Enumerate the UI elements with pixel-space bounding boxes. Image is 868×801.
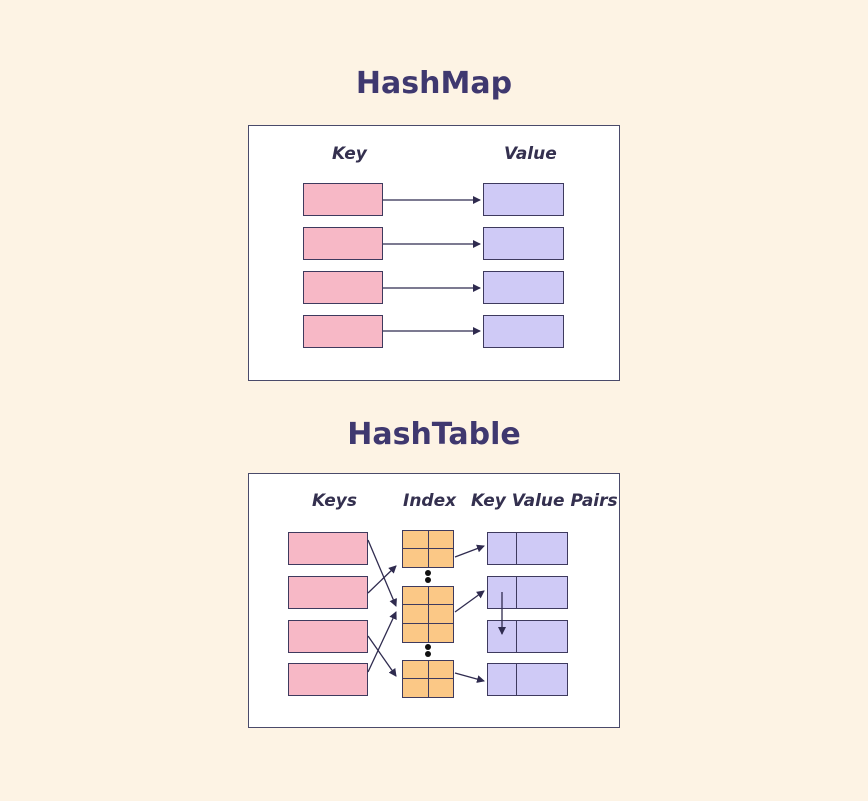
- index-to-pair-arrow: [454, 590, 485, 613]
- key-to-index-arrow: [367, 635, 397, 677]
- key-to-index-arrow: [367, 539, 397, 607]
- keys-header: Keys: [312, 491, 357, 511]
- key-value-pair-box: [487, 663, 568, 696]
- pairs-header: Key Value Pairs: [471, 491, 618, 511]
- key-to-index-arrow: [367, 611, 397, 673]
- ellipsis-dot: [425, 651, 431, 657]
- hashtable-key-box: [288, 620, 368, 653]
- key-to-index-arrow: [367, 565, 397, 594]
- index-bucket: [402, 660, 454, 698]
- hashmap-key-box: [303, 183, 383, 216]
- hashmap-value-box: [483, 227, 564, 260]
- hashtable-key-box: [288, 576, 368, 609]
- index-to-pair-arrow: [454, 672, 485, 683]
- key-header: Key: [332, 144, 367, 164]
- key-value-pair-box: [487, 576, 568, 609]
- hashmap-value-box: [483, 271, 564, 304]
- hashmap-key-box: [303, 227, 383, 260]
- index-to-pair-arrow: [454, 544, 485, 558]
- index-header: Index: [403, 491, 457, 511]
- hashtable-key-box: [288, 663, 368, 696]
- ellipsis-dot: [425, 570, 431, 576]
- value-header: Value: [504, 144, 557, 164]
- index-bucket: [402, 530, 454, 568]
- key-value-pair-box: [487, 532, 568, 565]
- hashmap-title: HashMap: [355, 66, 513, 101]
- hashmap-value-box: [483, 315, 564, 348]
- hashmap-key-box: [303, 271, 383, 304]
- hashtable-key-box: [288, 532, 368, 565]
- index-bucket: [402, 586, 454, 643]
- key-value-pair-box: [487, 620, 568, 653]
- hashtable-title: HashTable: [347, 417, 521, 452]
- ellipsis-dot: [425, 644, 431, 650]
- hashmap-value-box: [483, 183, 564, 216]
- ellipsis-dot: [425, 577, 431, 583]
- hashmap-key-box: [303, 315, 383, 348]
